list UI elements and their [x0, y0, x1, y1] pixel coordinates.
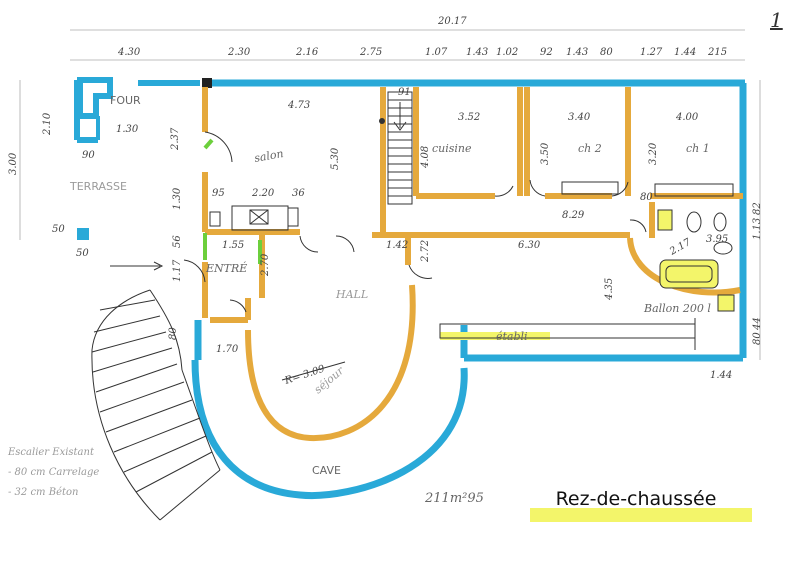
svg-text:3.40: 3.40: [568, 112, 591, 123]
svg-text:2.70: 2.70: [260, 253, 271, 277]
svg-text:2.72: 2.72: [420, 240, 431, 263]
svg-text:1.44: 1.44: [710, 370, 732, 381]
svg-text:4.35: 4.35: [604, 278, 615, 301]
room-terrasse: TERRASSE: [69, 180, 127, 193]
exterior-walls: [191, 79, 747, 500]
interior-stairs: [387, 91, 413, 205]
exterior-wall-cave-arc: [191, 359, 468, 500]
room-cave: CAVE: [312, 464, 341, 477]
svg-text:80: 80: [168, 327, 179, 340]
page-title: Rez-de-chaussée: [555, 488, 717, 510]
room-hall: HALL: [335, 288, 368, 301]
svg-text:4.30: 4.30: [117, 47, 141, 58]
workbench-highlight: [440, 332, 550, 340]
title-block: Rez-de-chaussée: [518, 486, 754, 526]
labels: 20.17 4.30 2.30 2.16 2.75 1.07 1.43 1.02…: [7, 16, 763, 498]
overall-width-label: 20.17: [437, 16, 467, 27]
entry-arrow: [110, 261, 164, 271]
room-ballon: Ballon 200 l: [643, 302, 711, 315]
svg-text:82: 82: [752, 202, 763, 215]
svg-text:36: 36: [292, 188, 305, 199]
terrace-post: [77, 228, 89, 240]
green-accents: [203, 138, 262, 264]
svg-text:1.27: 1.27: [640, 47, 663, 58]
svg-text:3.50: 3.50: [540, 142, 551, 165]
svg-text:3.00: 3.00: [8, 152, 19, 175]
svg-text:2.16: 2.16: [295, 47, 319, 58]
svg-text:1.07: 1.07: [425, 47, 448, 58]
svg-text:1.13: 1.13: [752, 218, 763, 240]
svg-text:2.10: 2.10: [42, 112, 53, 136]
room-ch1: ch 1: [686, 142, 710, 155]
svg-text:3.20: 3.20: [648, 142, 659, 165]
room-four: FOUR: [110, 94, 141, 107]
svg-text:1.43: 1.43: [566, 47, 588, 58]
svg-text:2.30: 2.30: [227, 47, 251, 58]
svg-text:50: 50: [52, 224, 65, 235]
room-entree: ENTRÉ: [205, 261, 247, 275]
door-swings: [183, 131, 647, 313]
svg-text:50: 50: [76, 248, 89, 259]
svg-text:80: 80: [752, 332, 763, 345]
page-number: 1: [770, 8, 783, 32]
svg-text:215: 215: [707, 47, 727, 58]
svg-text:4.08: 4.08: [420, 146, 431, 169]
svg-text:2.37: 2.37: [170, 127, 181, 151]
svg-text:4.73: 4.73: [287, 100, 310, 111]
svg-text:1.55: 1.55: [222, 240, 244, 251]
svg-text:95: 95: [212, 188, 225, 199]
room-salon: salon: [253, 147, 284, 165]
title-highlight: [530, 508, 752, 522]
stair-post: [379, 118, 385, 124]
svg-text:1.44: 1.44: [674, 47, 696, 58]
svg-text:1.17: 1.17: [172, 259, 183, 282]
svg-text:1.02: 1.02: [496, 47, 518, 58]
bathtub: [659, 259, 719, 289]
total-area: 211m²95: [425, 491, 484, 506]
svg-text:1.70: 1.70: [216, 344, 239, 355]
water-heater: [717, 294, 735, 312]
sink: [713, 241, 733, 255]
svg-text:8.29: 8.29: [562, 210, 585, 221]
note-line-2: - 80 cm Carrelage: [8, 467, 99, 478]
svg-text:56: 56: [172, 235, 183, 248]
svg-text:44: 44: [752, 317, 763, 331]
room-cuisine: cuisine: [432, 142, 472, 155]
svg-text:92: 92: [540, 47, 553, 58]
svg-text:80: 80: [600, 47, 613, 58]
bathroom-fixtures: [439, 209, 735, 350]
svg-text:80: 80: [640, 192, 653, 203]
svg-text:4.00: 4.00: [675, 112, 699, 123]
svg-text:1.30: 1.30: [116, 124, 139, 135]
svg-text:90: 90: [82, 150, 95, 161]
dimension-lines: [19, 29, 761, 360]
bidet: [713, 212, 727, 232]
svg-text:3.95: 3.95: [706, 234, 728, 245]
svg-text:1.43: 1.43: [466, 47, 488, 58]
note-line-3: - 32 cm Béton: [8, 487, 78, 498]
corner-block: [202, 78, 212, 88]
exterior-stairs: [91, 289, 221, 521]
svg-text:6.30: 6.30: [518, 240, 541, 251]
toilet: [686, 211, 702, 233]
room-etabli: établi: [496, 330, 528, 343]
svg-text:3.52: 3.52: [458, 112, 480, 123]
closets: [561, 181, 734, 197]
room-ch2: ch 2: [578, 142, 602, 155]
svg-text:5.30: 5.30: [330, 147, 341, 170]
shower: [657, 209, 673, 231]
radius-line: [281, 361, 346, 381]
svg-text:2.20: 2.20: [251, 188, 275, 199]
note-line-1: Escalier Existant: [7, 447, 95, 458]
svg-text:1.30: 1.30: [172, 187, 183, 210]
svg-text:91: 91: [398, 87, 411, 98]
svg-text:2.75: 2.75: [359, 47, 382, 58]
svg-text:1.42: 1.42: [386, 240, 408, 251]
